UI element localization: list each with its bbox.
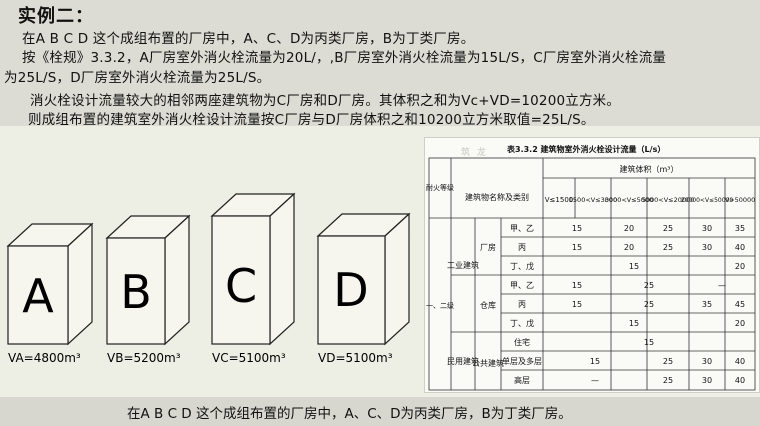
- table-cell: 30: [702, 357, 712, 366]
- table-cell: 15: [572, 300, 582, 309]
- table-cell: 15: [590, 357, 600, 366]
- table-cell: 20: [624, 243, 634, 252]
- building-illustrations: A B C D VA=4800m³ VB=5200m³ VC=5100m³ VD…: [0, 126, 430, 396]
- building-a-volume: VA=4800m³: [8, 351, 81, 365]
- building-b-letter: B: [120, 265, 152, 319]
- row-label: 高层: [514, 375, 530, 385]
- group-civil: 民用建筑: [447, 356, 479, 366]
- header-line-2: 按《栓规》3.3.2，A厂房室外消火栓流量为20L/，,B厂房室外消火栓流量为1…: [22, 50, 667, 66]
- header-line-4: 消火栓设计流量较大的相邻两座建筑物为C厂房和D厂房。其体积之和为Vc+VD=10…: [30, 93, 621, 109]
- table-cell: 35: [702, 300, 712, 309]
- table-cell: 25: [663, 376, 673, 385]
- building-b-volume: VB=5200m³: [107, 351, 181, 365]
- table-cell: 45: [735, 300, 745, 309]
- table-cell: 25: [644, 281, 654, 290]
- vol-header-4: 5000<V≤20000: [642, 196, 695, 204]
- row-label: 甲、乙: [510, 224, 534, 233]
- sub-warehouse: 仓库: [480, 300, 496, 310]
- header-line-3: 为25L/S，D厂房室外消火栓流量为25L/S。: [4, 70, 271, 86]
- table-cell: 25: [663, 357, 673, 366]
- watermark-stamp: 筑 龙: [461, 148, 488, 158]
- building-c-letter: C: [225, 259, 257, 313]
- header-building-name: 建筑物名称及类别: [465, 192, 529, 202]
- row-label: 住宅: [514, 337, 530, 347]
- row-label: 丙: [518, 300, 526, 309]
- table-cell: —: [718, 281, 726, 290]
- building-d-volume: VD=5100m³: [318, 351, 393, 365]
- building-b: [105, 214, 191, 346]
- table-cell: 30: [702, 243, 712, 252]
- table-cell: 15: [572, 224, 582, 233]
- row-label: 甲、乙: [510, 281, 534, 290]
- vol-header-5: 20000<V≤50000: [681, 197, 734, 204]
- table-cell: 25: [644, 300, 654, 309]
- row-label: 丁、戊: [510, 261, 534, 271]
- header-panel: 实例二： 在A B C D 这个成组布置的厂房中，A、C、D为丙类厂房，B为丁类…: [0, 0, 760, 128]
- row-label: 丁、戊: [510, 318, 534, 328]
- table-cell: 30: [702, 224, 712, 233]
- table-cell: 30: [702, 376, 712, 385]
- building-d: [316, 212, 411, 346]
- table-cell: 20: [735, 319, 745, 328]
- table-cell: 40: [735, 243, 745, 252]
- vol-header-2: 1500<V≤3000: [569, 196, 617, 204]
- header-line-1: 在A B C D 这个成组布置的厂房中，A、C、D为丙类厂房，B为丁类厂房。: [22, 31, 475, 47]
- table-title: 表3.3.2 建筑物室外消火栓设计流量（L/s）: [507, 145, 666, 154]
- header-fire-grade: 耐火等级: [426, 183, 454, 192]
- building-d-letter: D: [333, 263, 368, 317]
- row-label: 丙: [518, 243, 526, 252]
- group-industrial: 工业建筑: [447, 260, 479, 270]
- vol-header-6: V>50000: [725, 196, 756, 204]
- table-cell: 35: [735, 224, 745, 233]
- table-cell: 15: [572, 243, 582, 252]
- table-cell: 25: [663, 243, 673, 252]
- table-cell: 15: [572, 281, 582, 290]
- grade-label: 一、二级: [426, 301, 454, 310]
- table-cell: 20: [735, 262, 745, 271]
- table-cell: —: [591, 376, 599, 385]
- table-cell: 15: [644, 338, 654, 347]
- buildings-svg: A B C D VA=4800m³ VB=5200m³ VC=5100m³ VD…: [6, 192, 411, 365]
- table-cell: 40: [735, 357, 745, 366]
- table-grid: 耐火等级 建筑物名称及类别 建筑体积（m³） V≤1500 1500<V≤300…: [426, 157, 756, 391]
- vol-header-3: 3000<V≤5000: [605, 196, 653, 204]
- table-cell: 40: [735, 376, 745, 385]
- building-c: [210, 192, 296, 346]
- building-c-volume: VC=5100m³: [212, 351, 286, 365]
- vol-header-1: V≤1500: [545, 196, 573, 204]
- row-label: 单层及多层: [502, 356, 542, 366]
- table-cell: 15: [629, 262, 639, 271]
- building-a-letter: A: [22, 269, 54, 323]
- header-line-5: 则成组布置的建筑室外消火栓设计流量按C厂房与D厂房体积之和10200立方米取值=…: [28, 112, 595, 128]
- page-title: 实例二：: [18, 6, 94, 27]
- table-cell: 15: [629, 319, 639, 328]
- sub-factory: 厂房: [480, 242, 496, 252]
- footer-caption: 在A B C D 这个成组布置的厂房中，A、C、D为丙类厂房，B为丁类厂房。: [127, 406, 572, 422]
- building-a: [6, 222, 94, 346]
- sub-public: 公共建筑: [472, 358, 504, 368]
- flow-rate-table-image: 筑 龙 表3.3.2 建筑物室外消火栓设计流量（L/s）: [424, 137, 760, 393]
- header-volume: 建筑体积（m³）: [620, 164, 679, 174]
- table-cell: 25: [663, 224, 673, 233]
- table-cell: 20: [624, 224, 634, 233]
- footer-caption-bar: 在A B C D 这个成组布置的厂房中，A、C、D为丙类厂房，B为丁类厂房。: [0, 397, 760, 426]
